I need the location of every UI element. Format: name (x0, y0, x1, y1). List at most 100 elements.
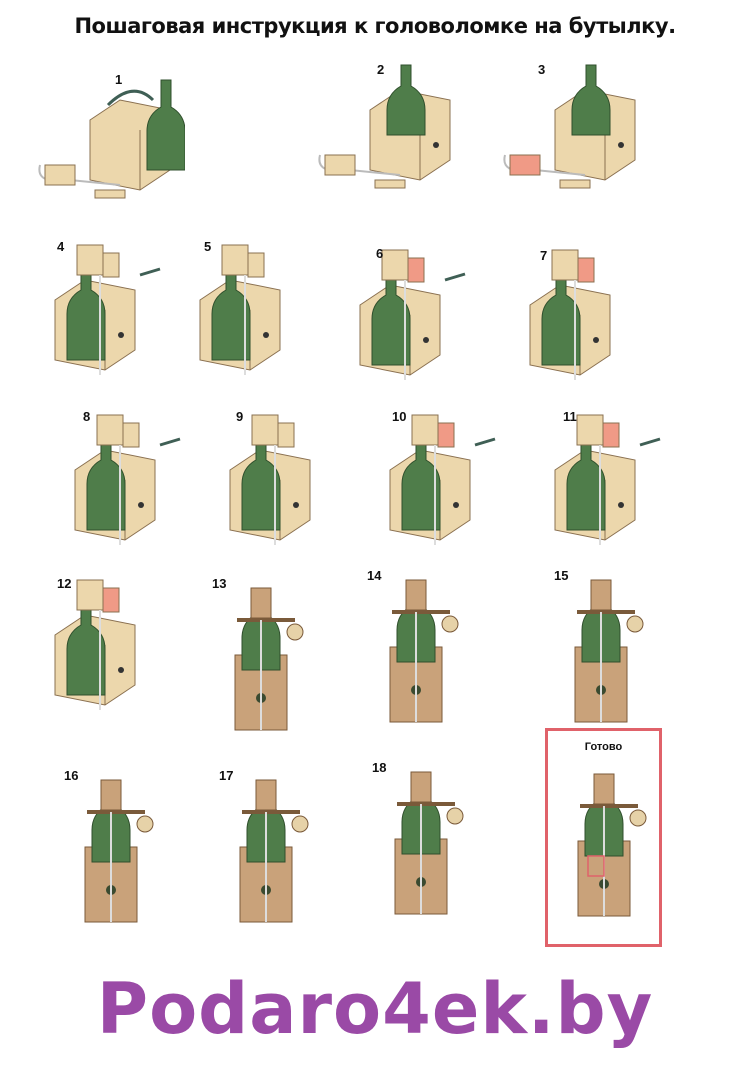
step-illustration (554, 414, 661, 545)
arrow-icon (139, 267, 161, 277)
step-number: 14 (367, 568, 382, 583)
cap-piece (76, 244, 104, 276)
box-hole (618, 142, 624, 148)
step-number: 3 (538, 62, 546, 77)
box-hole (593, 337, 599, 343)
box-hole (293, 502, 299, 508)
bottle (541, 264, 581, 366)
bottle (566, 429, 606, 531)
step-number: 17 (219, 768, 234, 783)
bottle (386, 64, 426, 136)
cap-piece (590, 579, 612, 611)
bottle (571, 64, 611, 136)
lock-piece (277, 422, 295, 448)
step-illustration (84, 779, 154, 923)
ball (441, 615, 459, 633)
cap-piece (410, 771, 432, 803)
bottle (86, 429, 126, 531)
lock-piece (437, 422, 455, 448)
step-illustration (229, 414, 311, 545)
step-illustration (389, 414, 496, 545)
key-piece (509, 154, 541, 176)
cap-piece (411, 414, 439, 446)
ball (629, 809, 647, 827)
step-4: 4 (45, 235, 195, 405)
cap-piece (250, 587, 272, 619)
step-2: 2 (315, 60, 465, 230)
ball (626, 615, 644, 633)
cap-piece (96, 414, 124, 446)
box-hole (118, 667, 124, 673)
bottle (401, 429, 441, 531)
step-number: 5 (204, 239, 212, 254)
step-illustration (234, 587, 304, 731)
ball (291, 815, 309, 833)
step-10: 10 (380, 405, 530, 575)
arrow-icon (639, 437, 661, 447)
step-illustration (529, 249, 611, 380)
bottle (241, 429, 281, 531)
bottle (146, 79, 185, 171)
step-illustration (389, 579, 459, 723)
step-illustration (394, 771, 464, 915)
brand-logo: Podaro4ek.by (96, 968, 654, 1050)
step-11: 11 (545, 405, 695, 575)
step-13: 13 (200, 570, 350, 740)
ball (446, 807, 464, 825)
slider-piece (559, 179, 591, 189)
done-panel: Готово (545, 728, 662, 947)
bottle (371, 264, 411, 366)
cap-piece (551, 249, 579, 281)
ball (286, 623, 304, 641)
step-illustration (239, 779, 309, 923)
step-number: 4 (57, 239, 65, 254)
cap-piece (221, 244, 249, 276)
box-hole (263, 332, 269, 338)
key-piece (587, 855, 605, 877)
step-6: 6 (350, 240, 500, 410)
arrow-icon (106, 89, 155, 107)
step-number: 9 (236, 409, 244, 424)
step-illustration (199, 244, 281, 375)
cap-piece (381, 249, 409, 281)
lock-piece (122, 422, 140, 448)
step-16: 16 (50, 762, 200, 932)
cap-piece (76, 579, 104, 611)
cap-piece (405, 579, 427, 611)
lock-piece (102, 252, 120, 278)
step-9: 9 (220, 405, 370, 575)
step-8: 8 (65, 405, 215, 575)
slider-piece (94, 189, 126, 199)
done-label: Готово (584, 741, 623, 753)
page-title: Пошаговая инструкция к головоломке на бу… (74, 14, 676, 38)
step-number: 6 (376, 246, 384, 261)
step-15: 15 (540, 562, 690, 732)
step-number: 10 (392, 409, 407, 424)
step-7: 7 (520, 240, 670, 410)
arrow-icon (159, 437, 181, 447)
arrow-icon (474, 437, 496, 447)
bottle (66, 259, 106, 361)
lock-piece (247, 252, 265, 278)
cap-piece (576, 414, 604, 446)
lock-piece (407, 257, 425, 283)
step-17: 17 (205, 762, 355, 932)
box-hole (118, 332, 124, 338)
step-number: 12 (57, 576, 72, 591)
bottle (66, 594, 106, 696)
step-illustration (503, 64, 636, 189)
bottle (211, 259, 251, 361)
step-number: 2 (377, 62, 385, 77)
cap-piece (255, 779, 277, 811)
step-12: 12 (45, 570, 195, 740)
slider-piece (374, 179, 406, 189)
step-number: 15 (554, 568, 569, 583)
lock-piece (102, 587, 120, 613)
step-1: 1 (35, 70, 185, 240)
step-illustration (54, 579, 136, 710)
cap-piece (100, 779, 122, 811)
step-illustration (318, 64, 451, 189)
step-illustration (54, 244, 161, 375)
key-piece (324, 154, 356, 176)
